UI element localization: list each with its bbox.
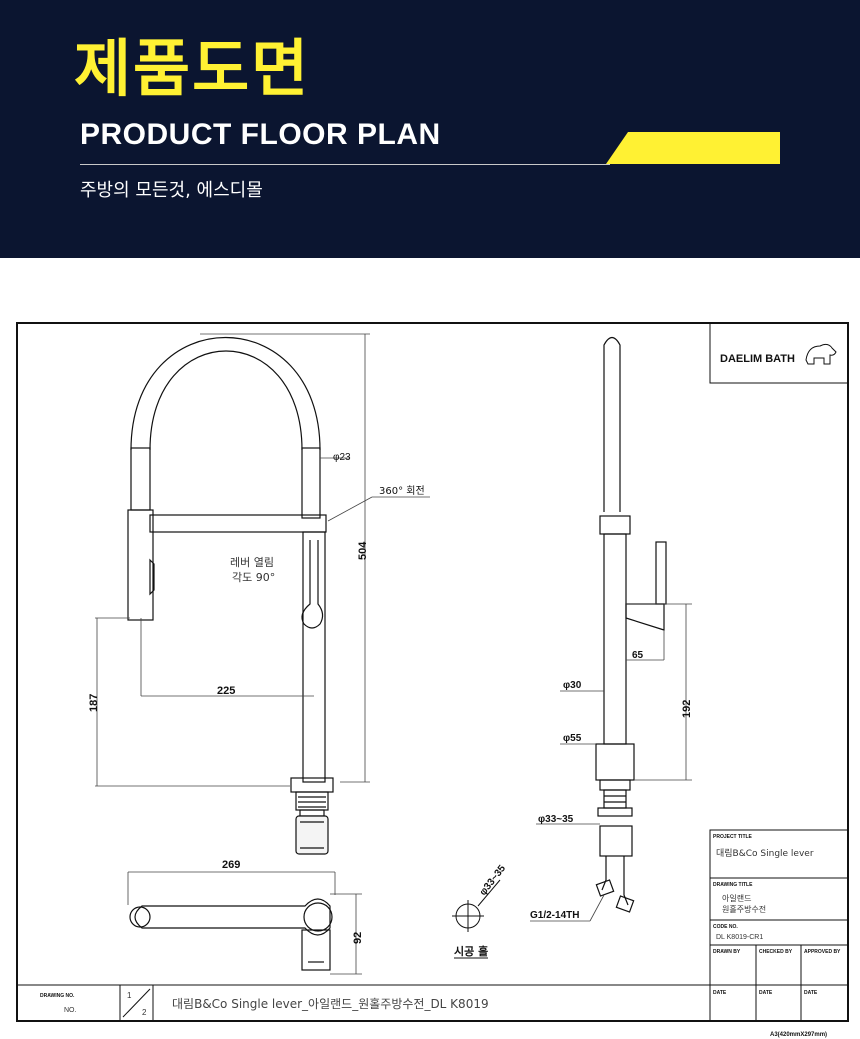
- title-block: [709, 829, 849, 1022]
- accent-parallelogram: [606, 132, 780, 164]
- project-title: 대림B&Co Single lever: [716, 847, 814, 859]
- dim-handle-65: 65: [632, 650, 644, 661]
- front-view: [127, 337, 334, 855]
- date-label-2: DATE: [759, 990, 773, 996]
- dim-body-diameter: φ30: [563, 680, 582, 691]
- dim-height-504: 504: [357, 541, 369, 560]
- project-title-label: PROJECT TITLE: [713, 834, 753, 840]
- polar-bear-icon: [805, 343, 837, 365]
- dim-base-diameter: φ55: [563, 733, 582, 744]
- checked-by-label: CHECKED BY: [759, 949, 793, 955]
- side-view: [595, 336, 667, 913]
- title-korean: 제품도면: [74, 32, 311, 105]
- dim-hole-diameter: φ33~35: [478, 863, 509, 898]
- full-title: 대림B&Co Single lever_아일랜드_원홀주방수전_DL K8019: [172, 997, 489, 1011]
- dim-height-192: 192: [681, 700, 693, 718]
- drawing-title-label: DRAWING TITLE: [713, 882, 753, 888]
- header-banner: 제품도면 PRODUCT FLOOR PLAN 주방의 모든것, 에스디몰: [0, 0, 860, 258]
- drawing-frame: [16, 322, 849, 1022]
- drawing-title-1: 아일랜드: [722, 893, 751, 903]
- header-divider: [80, 164, 610, 165]
- date-label-3: DATE: [804, 990, 818, 996]
- dim-length-269: 269: [222, 859, 240, 871]
- sheet-number: 1: [127, 991, 132, 1000]
- dim-depth-92: 92: [352, 932, 364, 944]
- lever-angle-line2: 각도 90°: [232, 571, 275, 584]
- install-hole: [452, 879, 501, 959]
- code-label: CODE NO.: [713, 924, 738, 930]
- date-label-1: DATE: [713, 990, 727, 996]
- header-subtitle: 주방의 모든것, 에스디몰: [80, 180, 263, 201]
- technical-drawing: φ23 360° 회전 레버 열림 각도 90° 504 187 225 65: [16, 322, 849, 1038]
- approved-by-label: APPROVED BY: [804, 949, 841, 955]
- drawn-by-label: DRAWN BY: [713, 949, 741, 955]
- title-english: PRODUCT FLOOR PLAN: [80, 118, 441, 151]
- dim-reach-225: 225: [217, 685, 235, 697]
- paper-size: A3(420mmX297mm): [770, 1032, 827, 1038]
- no-label: NO.: [64, 1007, 77, 1014]
- dim-spout-187: 187: [88, 694, 100, 712]
- code-value: DL K8019-CR1: [716, 934, 763, 941]
- sheet-total: 2: [142, 1008, 147, 1017]
- brand-name: DAELIM BATH: [720, 353, 795, 365]
- dim-hose-diameter: φ23: [333, 452, 351, 463]
- top-view: [129, 898, 333, 971]
- logo-box: [709, 322, 849, 384]
- hole-label: 시공 홀: [454, 944, 488, 958]
- lever-angle-line1: 레버 열림: [230, 556, 274, 569]
- drawing-no-label: DRAWING NO.: [40, 993, 75, 999]
- dim-rotation: 360° 회전: [379, 485, 425, 497]
- dim-connector: G1/2-14TH: [530, 910, 579, 921]
- drawing-title-2: 원홀주방수전: [722, 904, 766, 914]
- dim-thread-diameter: φ33~35: [538, 814, 574, 825]
